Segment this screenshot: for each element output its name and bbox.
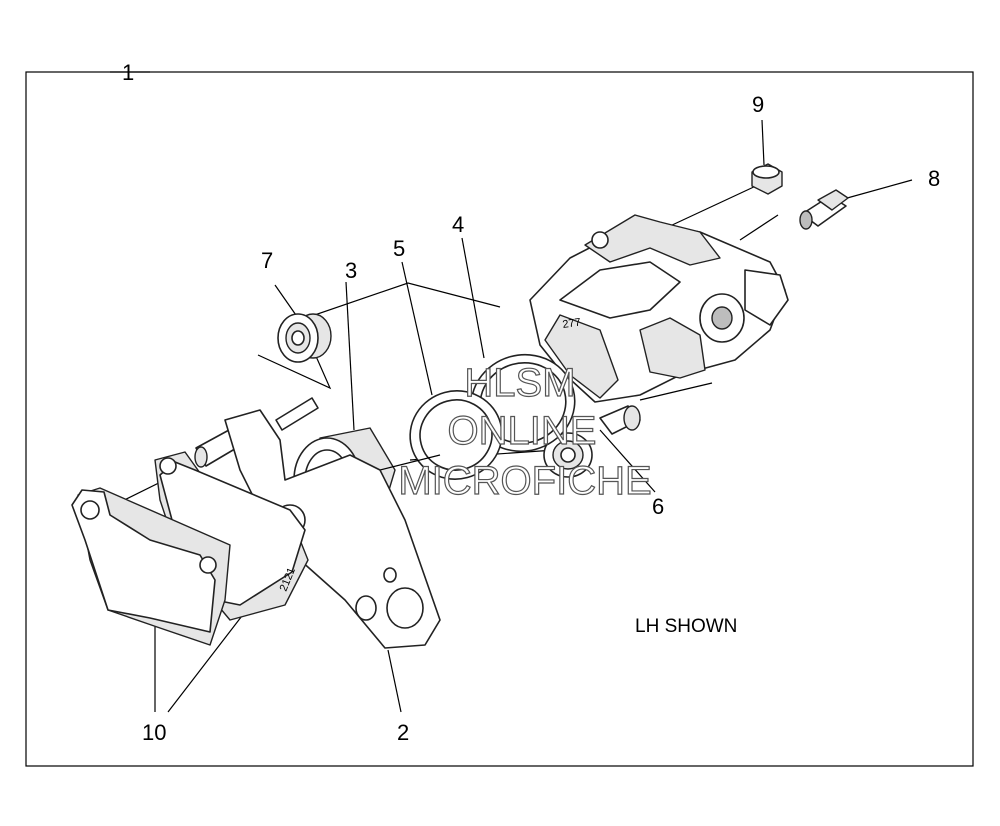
callout-5: 5 bbox=[393, 236, 405, 261]
watermark: HLSM ONLINE MICROFICHE bbox=[398, 360, 653, 503]
callout-4: 4 bbox=[452, 212, 464, 237]
callout-2: 2 bbox=[397, 720, 409, 745]
callout-8: 8 bbox=[928, 166, 940, 191]
bleeder-screw-part bbox=[799, 189, 849, 230]
callout-1: 1 bbox=[122, 60, 134, 85]
callout-9: 9 bbox=[752, 92, 764, 117]
callout-10: 10 bbox=[142, 720, 166, 745]
callout-3: 3 bbox=[345, 258, 357, 283]
caliper-part-mark: 277 bbox=[562, 317, 582, 331]
slide-pin-part bbox=[543, 405, 641, 478]
callout-7: 7 bbox=[261, 248, 273, 273]
bleeder-cap-part bbox=[751, 163, 783, 195]
brake-pads-part: 2121 bbox=[71, 451, 309, 646]
watermark-line-2: ONLINE bbox=[448, 409, 597, 453]
caliper-body-part: 277 bbox=[529, 214, 789, 403]
watermark-line-3: MICROFICHE bbox=[398, 459, 651, 503]
caliper-bracket-part bbox=[224, 409, 441, 649]
callout-labels: 1 9 8 7 3 5 4 6 2 10 LH SHOWN bbox=[122, 60, 940, 745]
pin-boot-part bbox=[277, 313, 332, 363]
assembly-frame bbox=[25, 71, 974, 767]
watermark-line-1: HLSM bbox=[464, 361, 575, 405]
callout-6: 6 bbox=[652, 494, 664, 519]
lh-shown-note: LH SHOWN bbox=[635, 616, 737, 637]
